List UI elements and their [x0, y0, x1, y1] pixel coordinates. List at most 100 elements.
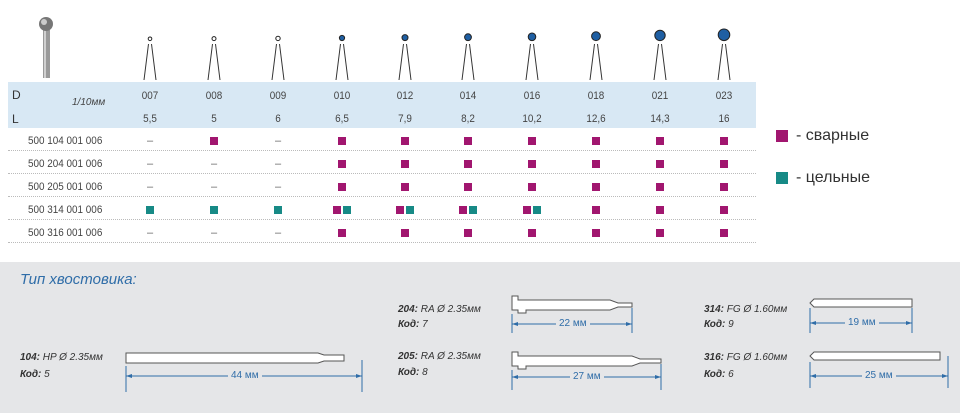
- diameter-8: 021: [651, 90, 669, 102]
- welded-marker: [592, 229, 600, 237]
- diameter-6: 016: [523, 90, 541, 102]
- solid-marker: [210, 206, 218, 214]
- unit-label: 1/10мм: [72, 97, 106, 108]
- welded-marker: [720, 229, 728, 237]
- not-available-mark: –: [146, 135, 154, 147]
- shank-204-drawing: [511, 295, 633, 314]
- bur-outline-icon: [589, 31, 603, 81]
- welded-marker: [720, 206, 728, 214]
- shank-314-code: Код: 9: [704, 319, 734, 330]
- product-code: 500 104 001 006: [28, 135, 103, 147]
- solid-marker: [406, 206, 414, 214]
- welded-marker: [656, 206, 664, 214]
- legend-welded: - сварные: [776, 127, 869, 145]
- welded-marker: [396, 206, 404, 214]
- solid-marker: [343, 206, 351, 214]
- bur-outline-icon: [461, 33, 475, 81]
- welded-marker: [338, 229, 346, 237]
- length-0: 5,5: [143, 113, 157, 125]
- diameter-0: 007: [141, 90, 159, 102]
- welded-swatch: [776, 130, 788, 142]
- length-7: 12,6: [586, 113, 606, 125]
- welded-marker: [338, 160, 346, 168]
- length-5: 8,2: [461, 113, 475, 125]
- not-available-mark: –: [146, 158, 154, 170]
- welded-marker: [528, 137, 536, 145]
- not-available-mark: –: [274, 135, 282, 147]
- welded-marker: [528, 183, 536, 191]
- diameter-5: 014: [459, 90, 477, 102]
- welded-marker: [656, 229, 664, 237]
- not-available-mark: –: [210, 158, 218, 170]
- length-3: 6,5: [335, 113, 349, 125]
- shank-205-drawing: [511, 351, 662, 370]
- bur-outline-icon: [653, 29, 667, 81]
- not-available-mark: –: [146, 227, 154, 239]
- welded-marker: [528, 229, 536, 237]
- not-available-mark: –: [146, 181, 154, 193]
- welded-marker: [720, 137, 728, 145]
- not-available-mark: –: [210, 181, 218, 193]
- solid-marker: [274, 206, 282, 214]
- welded-marker: [720, 183, 728, 191]
- welded-marker: [656, 183, 664, 191]
- product-code: 500 204 001 006: [28, 158, 103, 170]
- shank-104-label: 104: HP Ø 2.35мм: [20, 352, 103, 363]
- table-row: [8, 175, 756, 197]
- welded-marker: [656, 137, 664, 145]
- shank-104-drawing: [125, 352, 345, 364]
- length-6: 10,2: [522, 113, 542, 125]
- length-205: 27 мм: [570, 371, 604, 382]
- welded-marker: [592, 206, 600, 214]
- bur-outline-icon: [525, 32, 539, 81]
- legend-solid: - цельные: [776, 169, 870, 187]
- diameter-7: 018: [587, 90, 605, 102]
- welded-marker: [592, 137, 600, 145]
- welded-marker: [523, 206, 531, 214]
- length-8: 14,3: [650, 113, 670, 125]
- table-row: [8, 152, 756, 174]
- solid-swatch: [776, 172, 788, 184]
- shank-section: [0, 262, 960, 413]
- welded-marker: [401, 137, 409, 145]
- legend-solid-label: - цельные: [796, 169, 871, 186]
- welded-marker: [338, 137, 346, 145]
- solid-marker: [469, 206, 477, 214]
- welded-marker: [592, 183, 600, 191]
- shank-204-label: 204: RA Ø 2.35мм: [398, 304, 481, 315]
- bur-outline-icon: [717, 28, 731, 81]
- welded-marker: [464, 137, 472, 145]
- bur-outline-icon: [398, 34, 412, 81]
- legend-welded-label: - сварные: [796, 127, 870, 144]
- product-code: 500 205 001 006: [28, 181, 103, 193]
- not-available-mark: –: [274, 181, 282, 193]
- welded-marker: [459, 206, 467, 214]
- solid-marker: [533, 206, 541, 214]
- label-d: D: [12, 88, 21, 102]
- shank-314-label: 314: FG Ø 1.60мм: [704, 304, 788, 315]
- welded-marker: [210, 137, 218, 145]
- length-1: 5: [211, 113, 217, 125]
- welded-marker: [401, 183, 409, 191]
- length-316: 25 мм: [862, 370, 896, 381]
- table-row: [8, 129, 756, 151]
- length-314: 19 мм: [845, 317, 879, 328]
- bur-outline-icon: [207, 36, 221, 81]
- welded-marker: [464, 183, 472, 191]
- not-available-mark: –: [210, 227, 218, 239]
- length-9: 16: [718, 113, 730, 125]
- solid-marker: [146, 206, 154, 214]
- shank-316-label: 316: FG Ø 1.60мм: [704, 352, 788, 363]
- length-204: 22 мм: [556, 318, 590, 329]
- welded-marker: [592, 160, 600, 168]
- welded-marker: [464, 229, 472, 237]
- diameter-9: 023: [715, 90, 733, 102]
- table-row: [8, 221, 756, 243]
- not-available-mark: –: [274, 158, 282, 170]
- welded-marker: [720, 160, 728, 168]
- shank-205-code: Код: 8: [398, 367, 428, 378]
- label-l: L: [12, 112, 19, 126]
- welded-marker: [464, 160, 472, 168]
- bur-outline-icon: [143, 36, 157, 81]
- welded-marker: [401, 229, 409, 237]
